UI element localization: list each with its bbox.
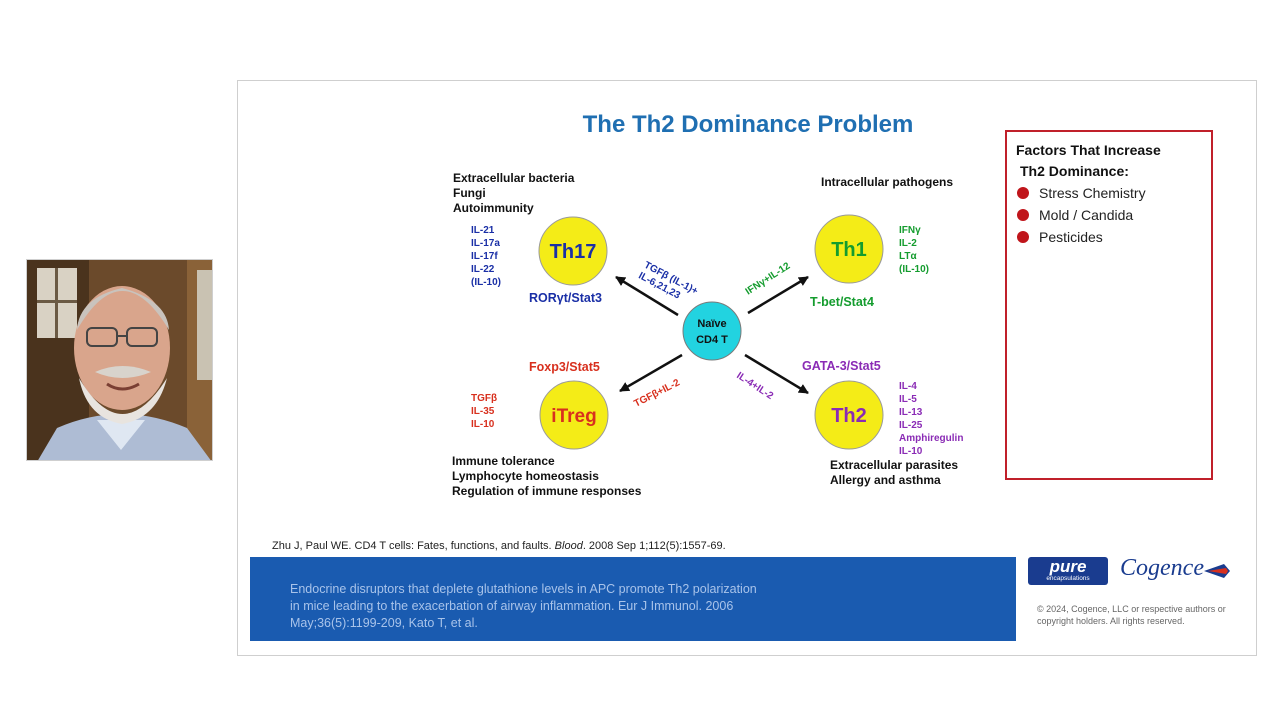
- th17-cytokine: IL-17a: [471, 238, 500, 249]
- th2-outcome-2: Allergy and asthma: [830, 473, 941, 487]
- naive-label-line2: CD4 T: [696, 334, 728, 346]
- itreg-arrow-label: TGFβ+IL-2: [632, 377, 682, 410]
- th17-cell: [538, 216, 608, 286]
- arrow-to-th17: [615, 275, 679, 317]
- factor-item-label: Mold / Candida: [1039, 207, 1134, 223]
- th2-arrow-label: IL-4+IL-2: [734, 370, 775, 402]
- itreg-transcription-factor: Foxp3/Stat5: [529, 360, 600, 374]
- th2-transcription-factor: GATA-3/Stat5: [802, 359, 881, 373]
- citation: Zhu J, Paul WE. CD4 T cells: Fates, func…: [272, 540, 726, 552]
- th2-factors-box: Factors That Increase Th2 Dominance: Str…: [1005, 130, 1213, 480]
- th1-cytokine: (IL-10): [899, 264, 929, 275]
- footer-banner: Endocrine disruptors that deplete glutat…: [250, 557, 1016, 641]
- cogence-swoosh-icon: [1204, 564, 1230, 578]
- pure-logo-subtext: encapsulations: [1046, 575, 1090, 582]
- arrow-to-th2: [744, 353, 809, 395]
- th17-context-3: Autoimmunity: [453, 201, 534, 215]
- th2-label: Th2: [831, 405, 867, 427]
- arrow-to-itreg: [619, 353, 683, 393]
- naive-label-line1: Naïve: [697, 318, 726, 330]
- th1-cell: [814, 214, 884, 284]
- th17-label: Th17: [550, 241, 597, 263]
- cogence-logo: Cogence: [1120, 555, 1232, 585]
- itreg-cell: [539, 380, 609, 450]
- th2-cytokine: Amphiregulin: [899, 433, 963, 444]
- factors-title-line1: Factors That Increase: [1016, 142, 1161, 158]
- th17-cytokine: IL-22: [471, 264, 495, 275]
- th1-transcription-factor: T-bet/Stat4: [810, 295, 874, 309]
- th1-cytokine: LTα: [899, 251, 917, 262]
- factor-item-label: Stress Chemistry: [1039, 185, 1146, 201]
- itreg-outcome-3: Regulation of immune responses: [452, 484, 642, 498]
- th2-cell: [814, 380, 884, 450]
- bullet-icon: [1017, 231, 1029, 243]
- th1-context: Intracellular pathogens: [821, 175, 953, 189]
- pure-logo-text: pure: [1049, 557, 1087, 576]
- th17-cytokine: IL-21: [471, 225, 495, 236]
- presenter-video-frame: [27, 260, 212, 460]
- th2-cytokine: IL-10: [899, 446, 923, 457]
- factor-item: Mold / Candida: [1017, 204, 1146, 226]
- th17-context-1: Extracellular bacteria: [453, 171, 575, 185]
- th2-outcome-1: Extracellular parasites: [830, 458, 958, 472]
- copyright-notice: © 2024, Cogence, LLC or respective autho…: [1037, 604, 1226, 626]
- th2-cytokine: IL-13: [899, 407, 923, 418]
- arrow-to-th1: [747, 275, 809, 315]
- factors-title-line2: Th2 Dominance:: [1020, 163, 1129, 179]
- factor-item: Stress Chemistry: [1017, 182, 1146, 204]
- citation-journal: Blood: [554, 540, 583, 552]
- bullet-icon: [1017, 209, 1029, 221]
- pure-encapsulations-logo: pure encapsulations: [1028, 557, 1108, 585]
- th17-transcription-factor: RORγt/Stat3: [529, 291, 602, 305]
- cogence-logo-text: Cogence: [1120, 555, 1204, 581]
- factor-item: Pesticides: [1017, 226, 1146, 248]
- itreg-cytokine: IL-35: [471, 406, 495, 417]
- bullet-icon: [1017, 187, 1029, 199]
- itreg-outcome-2: Lymphocyte homeostasis: [452, 469, 599, 483]
- slide-title: The Th2 Dominance Problem: [582, 111, 914, 138]
- th17-cytokine: (IL-10): [471, 277, 501, 288]
- th1-cytokine: IL-2: [899, 238, 917, 249]
- th2-cytokine: IL-5: [899, 394, 917, 405]
- naive-cd4-t-cell: [682, 301, 742, 361]
- itreg-cytokine: TGFβ: [471, 393, 497, 404]
- th2-cytokine: IL-4: [899, 381, 917, 392]
- th2-cytokine: IL-25: [899, 420, 923, 431]
- factor-item-label: Pesticides: [1039, 229, 1103, 245]
- citation-details: . 2008 Sep 1;112(5):1557-69.: [582, 540, 726, 552]
- footer-reference-text: Endocrine disruptors that deplete glutat…: [290, 582, 757, 630]
- itreg-outcome-1: Immune tolerance: [452, 454, 555, 468]
- factors-title: Factors That Increase Th2 Dominance:: [1016, 140, 1161, 182]
- presentation-slide: The Th2 Dominance Problem Naïve CD4 T Ex…: [237, 80, 1257, 656]
- th17-context-2: Fungi: [453, 186, 486, 200]
- itreg-label: iTreg: [551, 406, 596, 427]
- itreg-cytokine: IL-10: [471, 419, 495, 430]
- th1-cytokine: IFNγ: [899, 225, 921, 236]
- t-cell-differentiation-diagram: Naïve CD4 T Extracellular bacteria Fungi…: [452, 171, 963, 498]
- th17-cytokine: IL-17f: [471, 251, 498, 262]
- th1-label: Th1: [831, 239, 867, 261]
- factors-list: Stress Chemistry Mold / Candida Pesticid…: [1017, 182, 1146, 248]
- presenter-webcam: [26, 259, 213, 461]
- citation-authors: Zhu J, Paul WE. CD4 T cells: Fates, func…: [272, 540, 555, 552]
